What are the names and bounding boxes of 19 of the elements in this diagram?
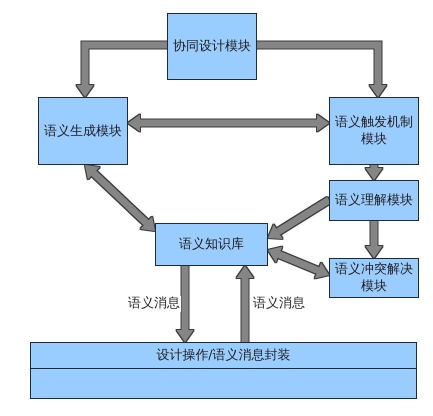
edge-label: 语义消息 <box>127 296 181 312</box>
arrow <box>366 221 382 258</box>
arrow <box>266 246 330 278</box>
arrow <box>257 42 386 97</box>
process-box: 语义知识库 <box>155 223 268 266</box>
arrow <box>266 197 331 241</box>
arrow <box>76 42 167 97</box>
process-box: 协同设计模块 <box>167 13 257 80</box>
process-box: 语义生成模块 <box>38 97 128 165</box>
layer-band <box>30 368 417 399</box>
arrow <box>128 114 329 132</box>
arrow <box>366 165 382 180</box>
process-box: 语义冲突解决模块 <box>329 258 419 298</box>
edge-label: 语义消息 <box>252 296 306 312</box>
arrow <box>236 266 254 342</box>
process-box: 语义理解模块 <box>329 180 419 221</box>
layer-band: 设计操作/语义消息封装 <box>30 342 417 369</box>
process-box: 语义触发机制模块 <box>329 97 419 165</box>
arrow <box>176 266 194 342</box>
